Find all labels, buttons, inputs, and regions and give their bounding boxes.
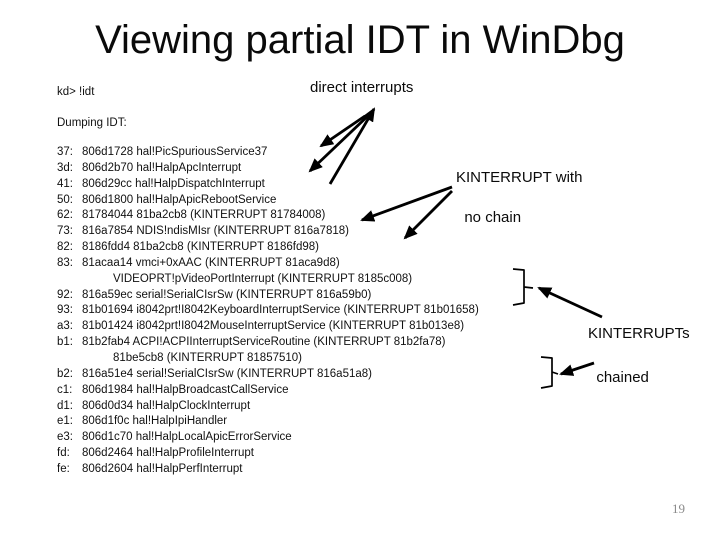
idt-vector: fe: <box>57 462 70 475</box>
idt-vector: fd: <box>57 447 70 460</box>
idt-entry-text: 806d1800 hal!HalpApicRebootService <box>82 193 277 206</box>
idt-entry-text: 806d29cc hal!HalpDispatchInterrupt <box>82 177 265 190</box>
idt-row: d1: 806d0d34 hal!HalpClockInterrupt <box>57 399 479 415</box>
idt-entry-text: 81acaa14 vmci+0xAAC (KINTERRUPT 81aca9d8… <box>82 256 340 269</box>
idt-vector: 73: <box>57 225 73 238</box>
no-chain-label: KINTERRUPT with no chain <box>456 168 582 228</box>
idt-row: e3: 806d1c70 hal!HalpLocalApicErrorServic… <box>57 430 479 446</box>
idt-row: VIDEOPRT!pVideoPortInterrupt (KINTERRUPT… <box>57 272 479 288</box>
idt-vector: 50: <box>57 193 73 206</box>
idt-vector: 3d: <box>57 161 73 174</box>
idt-vector: e1: <box>57 415 73 428</box>
idt-entry-text: VIDEOPRT!pVideoPortInterrupt (KINTERRUPT… <box>113 272 413 285</box>
idt-entry-text: 806d2b70 hal!HalpApcInterrupt <box>82 161 242 174</box>
idt-row: 37: 806d1728 hal!PicSpuriousService37 <box>57 145 479 161</box>
idt-entry-text: 81b01424 i8042prt!I8042MouseInterruptSer… <box>82 320 465 333</box>
idt-row: 92: 816a59ec serial!SerialCIsrSw (KINTERR… <box>57 288 479 304</box>
chained-label-line2: chained <box>596 369 649 386</box>
idt-entry-text: 806d0d34 hal!HalpClockInterrupt <box>82 399 251 412</box>
idt-entry-text: 806d2464 hal!HalpProfileInterrupt <box>82 447 254 460</box>
idt-row: 82: 8186fdd4 81ba2cb8 (KINTERRUPT 8186fd9… <box>57 240 479 256</box>
idt-entry-text: 81be5cb8 (KINTERRUPT 81857510) <box>113 351 303 364</box>
idt-row: 83: 81acaa14 vmci+0xAAC (KINTERRUPT 81aca… <box>57 256 479 272</box>
idt-entry-text: 806d1984 hal!HalpBroadcastCallService <box>82 383 289 396</box>
idt-vector: 62: <box>57 209 73 222</box>
chained-label-line1: KINTERRUPTs <box>588 325 690 342</box>
idt-row: fe: 806d2604 hal!HalpPerfInterrupt <box>57 462 479 478</box>
idt-row: a3: 81b01424 i8042prt!I8042MouseInterrupt… <box>57 319 479 335</box>
idt-entry-text: 81b2fab4 ACPI!ACPIInterruptServiceRoutin… <box>82 336 446 349</box>
idt-vector: 41: <box>57 177 73 190</box>
idt-entry-text: 81784044 81ba2cb8 (KINTERRUPT 81784008) <box>82 209 326 222</box>
direct-interrupts-arrow-down-1 <box>319 114 366 148</box>
idt-entry-text: 816a7854 NDIS!ndisMIsr (KINTERRUPT 816a7… <box>82 225 349 238</box>
idt-vector: 37: <box>57 146 73 158</box>
idt-vector: 83: <box>57 256 73 269</box>
idt-vector: e3: <box>57 431 73 444</box>
idt-vector: 93: <box>57 304 73 317</box>
idt-vector: b2: <box>57 367 73 380</box>
idt-output-list: 37: 806d1728 hal!PicSpuriousService37 3d: 8… <box>57 145 479 478</box>
idt-vector: a3: <box>57 320 73 333</box>
idt-vector: c1: <box>57 383 73 396</box>
idt-row: 62: 81784044 81ba2cb8 (KINTERRUPT 8178400… <box>57 208 479 224</box>
idt-entry-text: 806d1c70 hal!HalpLocalApicErrorService <box>82 431 292 444</box>
idt-entry-text: 806d1728 hal!PicSpuriousService37 <box>82 146 268 158</box>
chained-group-brace-top <box>512 268 534 306</box>
idt-entry-text: 8186fdd4 81ba2cb8 (KINTERRUPT 8186fd98) <box>82 241 319 254</box>
direct-interrupts-label: direct interrupts <box>310 79 414 96</box>
idt-vector: d1: <box>57 399 73 412</box>
chained-group-brace-bottom <box>540 356 559 389</box>
idt-row: fd: 806d2464 hal!HalpProfileInterrupt <box>57 446 479 462</box>
idt-entry-text: 806d2604 hal!HalpPerfInterrupt <box>82 462 243 475</box>
idt-row: 3d: 806d2b70 hal!HalpApcInterrupt <box>57 161 479 177</box>
idt-vector: 82: <box>57 241 73 254</box>
idt-row: 81be5cb8 (KINTERRUPT 81857510) <box>57 351 479 367</box>
idt-row: e1: 806d1f0c hal!HalpIpiHandler <box>57 414 479 430</box>
no-chain-label-line1: KINTERRUPT with <box>456 169 583 186</box>
chained-label: KINTERRUPTs chained <box>588 323 690 389</box>
no-chain-label-line2: no chain <box>464 209 522 226</box>
debugger-prompt: kd> !idt <box>57 86 95 98</box>
chained-arrow-top <box>537 286 603 319</box>
idt-vector: b1: <box>57 336 73 349</box>
idt-entry-text: 81b01694 i8042prt!I8042KeyboardInterrupt… <box>82 304 479 317</box>
idt-row: c1: 806d1984 hal!HalpBroadcastCallService <box>57 383 479 399</box>
slide-title: Viewing partial IDT in WinDbg <box>95 18 625 62</box>
idt-entry-text: 806d1f0c hal!HalpIpiHandler <box>82 415 228 428</box>
idt-row: 41: 806d29cc hal!HalpDispatchInterrupt <box>57 177 479 193</box>
idt-row: 73: 816a7854 NDIS!ndisMIsr (KINTERRUPT 81… <box>57 224 479 240</box>
idt-entry-text: 816a51e4 serial!SerialCIsrSw (KINTERRUPT… <box>82 367 372 380</box>
idt-row: 50: 806d1800 hal!HalpApicRebootService <box>57 193 479 209</box>
idt-row: 93: 81b01694 i8042prt!I8042KeyboardInterr… <box>57 303 479 319</box>
idt-entry-text: 816a59ec serial!SerialCIsrSw (KINTERRUPT… <box>82 288 372 301</box>
idt-vector: 92: <box>57 288 73 301</box>
page-number: 19 <box>672 501 685 516</box>
dumping-idt-header: Dumping IDT: <box>57 117 127 129</box>
idt-row: b1: 81b2fab4 ACPI!ACPIInterruptServiceRou… <box>57 335 479 351</box>
idt-row: b2: 816a51e4 serial!SerialCIsrSw (KINTERR… <box>57 367 479 383</box>
